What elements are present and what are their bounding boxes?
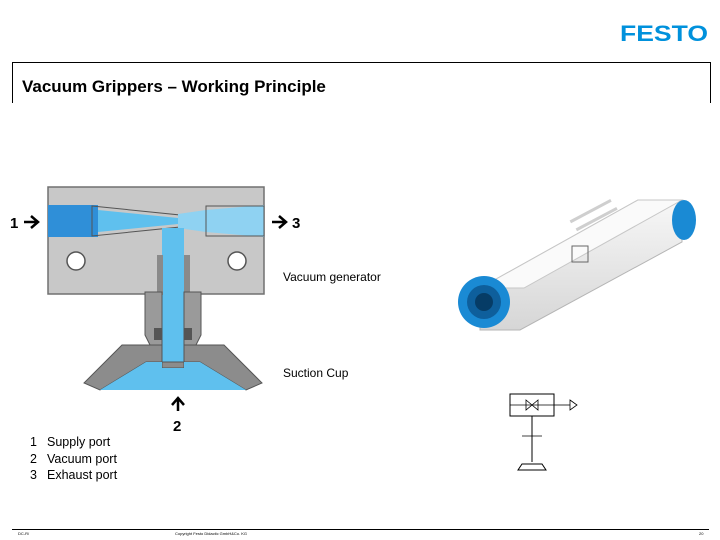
port-2-label: 2 <box>173 418 181 435</box>
exhaust-triangle-icon <box>569 399 578 411</box>
supply-arrow-icon <box>24 215 40 229</box>
page-number: 20 <box>699 531 704 536</box>
label-vacuum-generator: Vacuum generator <box>283 270 381 284</box>
device-symbol-plate <box>571 245 589 263</box>
label-suction-cup: Suction Cup <box>283 366 349 380</box>
page-title: Vacuum Grippers – Working Principle <box>22 77 326 96</box>
vacuum-generator-symbol <box>509 393 578 471</box>
supply-channel <box>48 205 98 237</box>
nozzle-jet <box>98 210 178 232</box>
svg-text:FESTO: FESTO <box>620 22 708 44</box>
mounting-hole-right <box>227 251 247 271</box>
device-housing <box>479 199 683 331</box>
footer-line <box>12 529 709 530</box>
vacuum-generator-device <box>458 198 696 331</box>
port-1-label: 1 <box>10 215 18 232</box>
suction-cup-symbol-icon <box>517 463 547 471</box>
festo-logo: FESTO <box>620 22 708 44</box>
exhaust-arrow-icon <box>272 215 288 229</box>
port-3-label: 3 <box>292 215 300 232</box>
vacuum-arrow-icon <box>171 396 185 411</box>
mounting-hole-left <box>66 251 86 271</box>
ejector-body <box>47 186 265 295</box>
footer-copyright: Copyright Festo Didactic GmbH&Co. KG <box>175 531 248 536</box>
footer-left: DC-R/ <box>18 531 30 536</box>
vacuum-chamber <box>100 362 246 390</box>
diffuser <box>178 205 264 237</box>
title-frame <box>12 62 711 103</box>
vacuum-stem <box>162 228 184 368</box>
vacuum-gripper-cross-section: 1 3 2 <box>10 186 300 435</box>
blue-fitting-back <box>672 200 696 240</box>
